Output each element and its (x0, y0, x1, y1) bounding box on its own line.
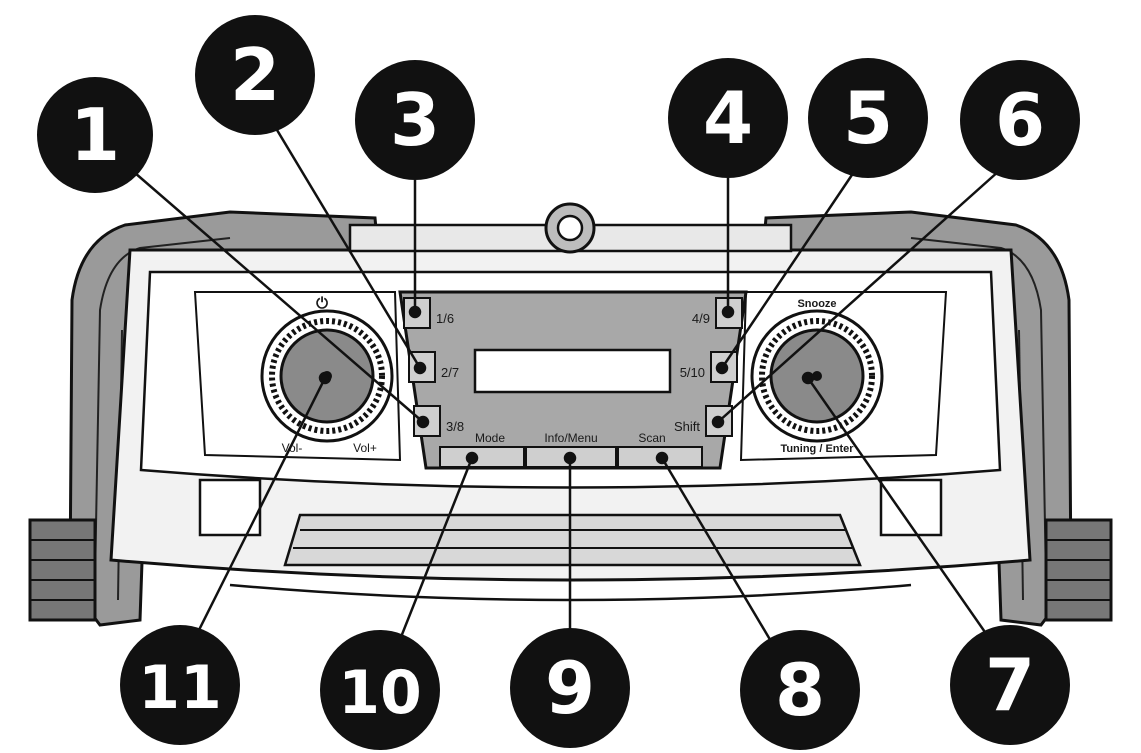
callout-1: 1 (37, 77, 153, 193)
callout-2: 2 (195, 15, 315, 135)
svg-text:1: 1 (70, 93, 120, 177)
preset-5-10-button[interactable] (710, 351, 738, 383)
callout-3: 3 (355, 60, 475, 180)
svg-text:10: 10 (338, 658, 422, 728)
svg-text:5: 5 (843, 76, 893, 160)
callout-6: 6 (960, 60, 1080, 180)
callout-9: 9 (510, 628, 630, 748)
callout-4: 4 (668, 58, 788, 178)
leader-line-11 (178, 377, 327, 669)
info-menu-label: Info/Menu (544, 431, 597, 445)
snooze-label: Snooze (797, 298, 836, 310)
callout-badges: 1 2 3 4 5 6 7 8 (37, 15, 1080, 750)
vol-plus-label: Vol+ (353, 441, 377, 455)
svg-text:3: 3 (390, 78, 440, 162)
scan-label: Scan (638, 431, 665, 445)
mode-button[interactable] (439, 446, 525, 468)
mode-label: Mode (475, 431, 505, 445)
svg-text:11: 11 (138, 653, 222, 723)
shift-label: Shift (674, 419, 700, 434)
svg-text:8: 8 (775, 648, 825, 732)
callout-5: 5 (808, 58, 928, 178)
leader-line-1 (119, 159, 424, 423)
power-icon: ⏻ (316, 295, 328, 312)
lcd-screen (473, 348, 672, 394)
tuning-enter-label: Tuning / Enter (780, 443, 854, 455)
device-labels: ⏻ Vol- Vol+ 1/6 2/7 3/8 4/9 5/10 Shift M… (282, 295, 855, 455)
tuning-enter-knob[interactable] (750, 309, 884, 443)
callout-8: 8 (740, 630, 860, 750)
leader-line-2 (266, 114, 422, 369)
callout-7: 7 (950, 625, 1070, 745)
callout-10: 10 (320, 630, 440, 750)
preset-1-6-label: 1/6 (436, 311, 454, 326)
preset-5-10-label: 5/10 (680, 365, 705, 380)
preset-4-9-label: 4/9 (692, 311, 710, 326)
svg-text:6: 6 (995, 78, 1045, 162)
svg-text:2: 2 (230, 33, 280, 117)
svg-text:7: 7 (985, 643, 1035, 727)
preset-3-8-label: 3/8 (446, 419, 464, 434)
leader-line-5 (720, 159, 864, 369)
leader-line-6 (717, 169, 1001, 423)
preset-2-7-label: 2/7 (441, 365, 459, 380)
svg-text:9: 9 (545, 646, 595, 730)
callout-11: 11 (120, 625, 240, 745)
vol-minus-label: Vol- (282, 441, 303, 455)
svg-text:4: 4 (703, 76, 753, 160)
leader-line-7 (806, 377, 1012, 669)
